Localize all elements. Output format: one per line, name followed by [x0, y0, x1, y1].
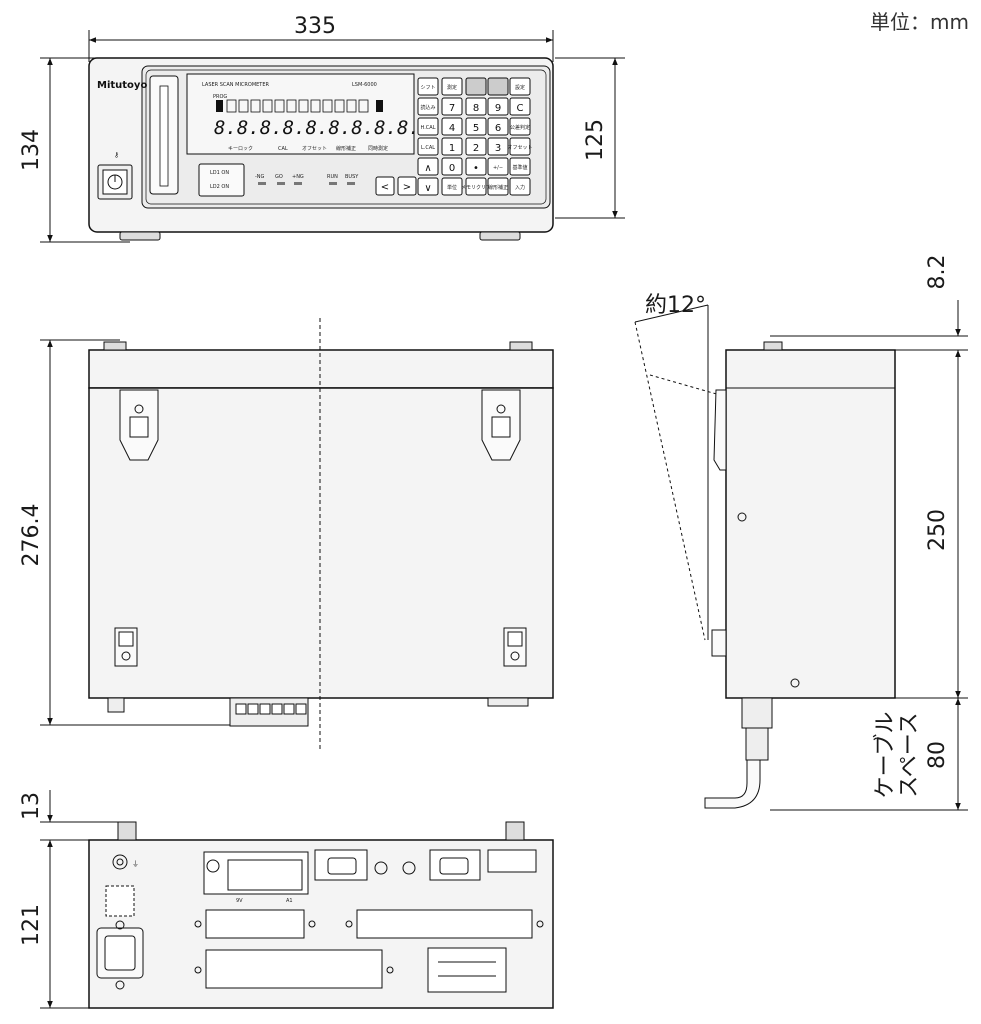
- led-label-4: 同時測定: [368, 145, 388, 152]
- svg-text:単位: 単位: [447, 184, 457, 191]
- dim-front-height: 134: [19, 129, 44, 171]
- keypad: シフト 測定 設定 読込み 7 8 9 C H.CAL 4 5 6 公差判定 L…: [417, 77, 533, 196]
- dim-front-body-height: 125: [583, 119, 608, 161]
- svg-text:4: 4: [449, 123, 455, 134]
- dim-rear-top: 13: [19, 792, 44, 820]
- svg-text:0: 0: [449, 163, 455, 174]
- dim-side-depth: 250: [925, 509, 950, 551]
- svg-text:設定: 設定: [515, 84, 525, 91]
- svg-text:測定: 測定: [447, 84, 457, 91]
- ind-pos: +NG: [292, 174, 304, 180]
- led-label-0: キーロック: [228, 146, 253, 152]
- ground-icon: ⏚: [132, 860, 139, 868]
- svg-text:線形補正: 線形補正: [488, 184, 508, 191]
- rear-a-label: A1: [286, 898, 293, 904]
- ld2-label: LD2 ON: [210, 184, 229, 190]
- svg-text:•: •: [473, 163, 479, 174]
- side-view: 8.2 250 80 ケーブル スペース 約12°: [634, 255, 968, 811]
- svg-text:L.CAL: L.CAL: [421, 145, 435, 151]
- svg-text:メモリクリア: メモリクリア: [461, 185, 491, 191]
- segment-boxes: [216, 99, 383, 113]
- rear-view: 13 121 ⏚ 9V A1: [19, 790, 554, 1009]
- svg-text:∧: ∧: [424, 163, 431, 174]
- svg-text:9: 9: [495, 103, 501, 114]
- svg-text:基準値: 基準値: [512, 164, 527, 171]
- display-digits: 8.8.8.8.8.8.8.8.8.8.8.: [214, 117, 466, 139]
- cable-label-1: ケーブル: [873, 712, 898, 799]
- ind-run: RUN: [327, 174, 338, 180]
- svg-text:∨: ∨: [424, 183, 431, 194]
- svg-text:2: 2: [473, 143, 479, 154]
- svg-text:3: 3: [495, 143, 501, 154]
- cable-label-2: スペース: [897, 712, 922, 797]
- display-title: LASER SCAN MICROMETER: [202, 82, 270, 88]
- svg-text:C: C: [517, 103, 524, 114]
- dim-side-foot: 8.2: [925, 255, 950, 290]
- svg-text:+/−: +/−: [493, 165, 503, 171]
- ld1-label: LD1 ON: [210, 170, 229, 176]
- svg-text:シフト: シフト: [420, 85, 435, 91]
- led-label-3: 線形補正: [336, 145, 356, 152]
- svg-text:8: 8: [473, 103, 479, 114]
- led-label-1: CAL: [278, 146, 288, 152]
- display-model: LSM-6000: [352, 82, 377, 88]
- svg-text:1: 1: [449, 143, 455, 154]
- svg-text:入力: 入力: [515, 184, 525, 191]
- ind-busy: BUSY: [345, 174, 359, 180]
- arrow-left-key: <: [381, 182, 389, 193]
- svg-text:5: 5: [473, 123, 479, 134]
- svg-text:オフセット: オフセット: [507, 145, 532, 151]
- svg-text:7: 7: [449, 103, 455, 114]
- svg-text:公差判定: 公差判定: [510, 124, 530, 131]
- arrow-right-key: >: [403, 182, 411, 193]
- led-label-2: オフセット: [302, 146, 327, 152]
- svg-text:読込み: 読込み: [420, 104, 435, 111]
- dim-side-angle: 約12°: [645, 293, 706, 318]
- ind-neg: -NG: [255, 174, 265, 180]
- dim-front-width: 335: [294, 14, 336, 39]
- svg-text:H.CAL: H.CAL: [421, 125, 436, 131]
- front-view: 335 134 125 Mitutoyo ⚷ LASER SCAN MICROM…: [19, 14, 625, 243]
- key-icon: ⚷: [114, 151, 119, 159]
- svg-text:6: 6: [495, 123, 501, 134]
- dim-rear-height: 121: [19, 904, 44, 946]
- rear-v-label: 9V: [236, 898, 243, 904]
- ind-go: GO: [275, 174, 283, 180]
- dim-top-depth: 276.4: [19, 504, 44, 567]
- dim-cable-space: 80: [925, 741, 950, 769]
- unit-label: 単位：mm: [870, 10, 969, 34]
- display-prog: PROG: [213, 94, 227, 100]
- brand-label: Mitutoyo: [97, 80, 147, 91]
- top-view: 276.4: [19, 318, 554, 750]
